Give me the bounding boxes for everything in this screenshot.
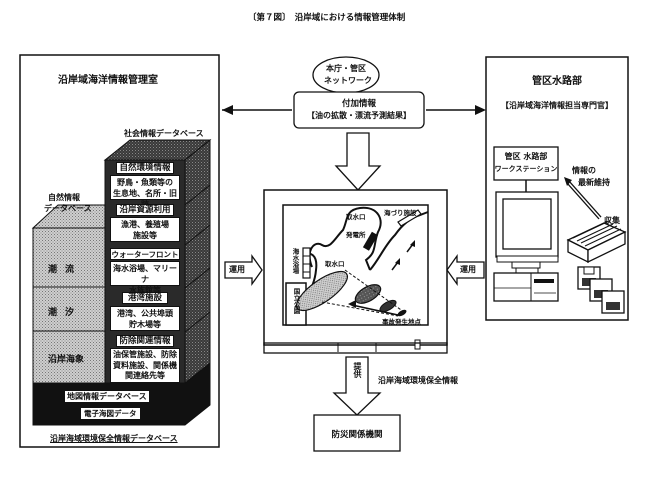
map-label-fishing-facility: 海づり施設	[384, 209, 417, 217]
map-label-seawater-bath: 海水浴場	[291, 248, 299, 274]
right-operation-label: 運用	[460, 265, 476, 274]
map-label-intake-2: 取水口	[325, 260, 345, 268]
pc-body	[493, 272, 559, 302]
social-block-header-port: 港湾施設	[122, 292, 168, 304]
arrow-head-left	[222, 105, 233, 115]
left-operation-arrow	[224, 253, 263, 287]
natural-block-tidal-current: 潮流	[48, 265, 83, 275]
social-block-line: 貯木場等	[129, 320, 161, 329]
workstation-label-1: 管区 水路部	[504, 152, 548, 161]
left-panel-title: 沿岸域海洋情報管理室	[58, 75, 158, 86]
social-block-body-nature: 野鳥・魚類等の 生息地、名所・旧跡	[110, 175, 180, 209]
natural-block-coastal-oceanography: 沿岸海象	[48, 355, 85, 365]
map-label-intake-1: 取水口	[346, 213, 366, 221]
social-block-header-nature: 自然環境情報	[116, 162, 174, 174]
network-label-2: ネットワーク	[324, 76, 372, 85]
provide-label: 提供	[353, 362, 362, 378]
additional-info-box	[293, 91, 425, 129]
natural-db-label-2: データベース	[44, 204, 92, 213]
oil-spill-origin	[397, 309, 407, 317]
map-db-header-suffix: データベース	[99, 392, 147, 401]
additional-info-title: 付加情報	[341, 99, 376, 109]
right-operation-arrow	[446, 253, 485, 287]
map-label-power-plant: 発電所	[346, 231, 366, 239]
social-block-header-waterfront: ウォーターフロント利用	[110, 248, 180, 270]
map-db-label: 地図情報データベース	[64, 390, 150, 403]
social-db-label: 社会情報データベース	[124, 129, 204, 138]
arrow-head-right	[475, 105, 486, 115]
maintain-label-2: 最新維持	[578, 178, 610, 187]
social-db-side	[184, 138, 211, 387]
workstation-box	[493, 146, 559, 181]
left-operation-label: 運用	[229, 265, 245, 274]
social-block-body-resource: 漁港、養殖場 施設等	[110, 217, 180, 242]
social-block-line: 施設等	[133, 231, 157, 240]
maintain-label-1: 情報の	[572, 166, 596, 175]
social-block-header-prevention: 防除関連情報	[116, 335, 174, 347]
figure-title: 〔第７図〕 沿岸域における情報管理体制	[248, 13, 406, 23]
provide-info: 沿岸海域環境保全情報	[378, 376, 458, 385]
social-block-body-waterfront: 海水浴場、マリーナ 水族館等	[110, 261, 180, 295]
social-block-line: 水族館等	[129, 286, 161, 295]
social-block-line: 港湾、公共埠頭	[117, 309, 173, 318]
network-label-1: 本庁・管区	[326, 64, 366, 73]
social-block-line: 油保管施設、防除	[113, 350, 177, 359]
social-block-body-prevention: 油保管施設、防除 資料施設、関係機 関連絡先等	[110, 348, 180, 383]
hollow-down-arrow	[334, 132, 382, 191]
additional-info-detail: 【油の拡散・漂流予測結果】	[307, 111, 411, 120]
map-db-header: 地図情報	[67, 392, 99, 401]
provide-arrow	[332, 356, 382, 416]
natural-block-tide: 潮汐	[48, 308, 83, 318]
social-block-line: 漁港、養殖場	[121, 220, 169, 229]
social-block-line: 野鳥・魚類等の	[117, 178, 173, 187]
disaster-org-box	[313, 414, 401, 452]
social-block-line: 海水浴場、マリーナ	[113, 264, 177, 284]
map-label-incident-point: 事故発生地点	[382, 318, 421, 326]
social-block-body-port: 港湾、公共埠頭 貯木場等	[110, 306, 180, 331]
social-block-line: 資料施設、関係機	[113, 360, 177, 370]
workstation-label-2: ワークステーション	[494, 165, 558, 173]
map-db-item: 電子海図データ	[80, 407, 141, 420]
coastline-bay	[308, 206, 382, 271]
right-panel-subtitle: 【沿岸域海洋情報担当専門官】	[501, 101, 613, 110]
disaster-org-label: 防災関係機関	[331, 430, 383, 440]
collect-label: 収集	[604, 216, 620, 225]
left-panel-footer: 沿岸海域環境保全情報データベース	[50, 434, 178, 443]
natural-db-label-1: 自然情報	[48, 193, 80, 202]
floppy-disks	[577, 266, 625, 314]
social-block-header-resource: 沿岸資源利用	[116, 204, 174, 216]
social-block-line: 関連絡先等	[125, 371, 165, 380]
right-panel-title: 管区水路部	[532, 76, 582, 87]
map-label-national-park: 国立公園	[292, 288, 300, 314]
oil-spill-large	[296, 270, 348, 312]
